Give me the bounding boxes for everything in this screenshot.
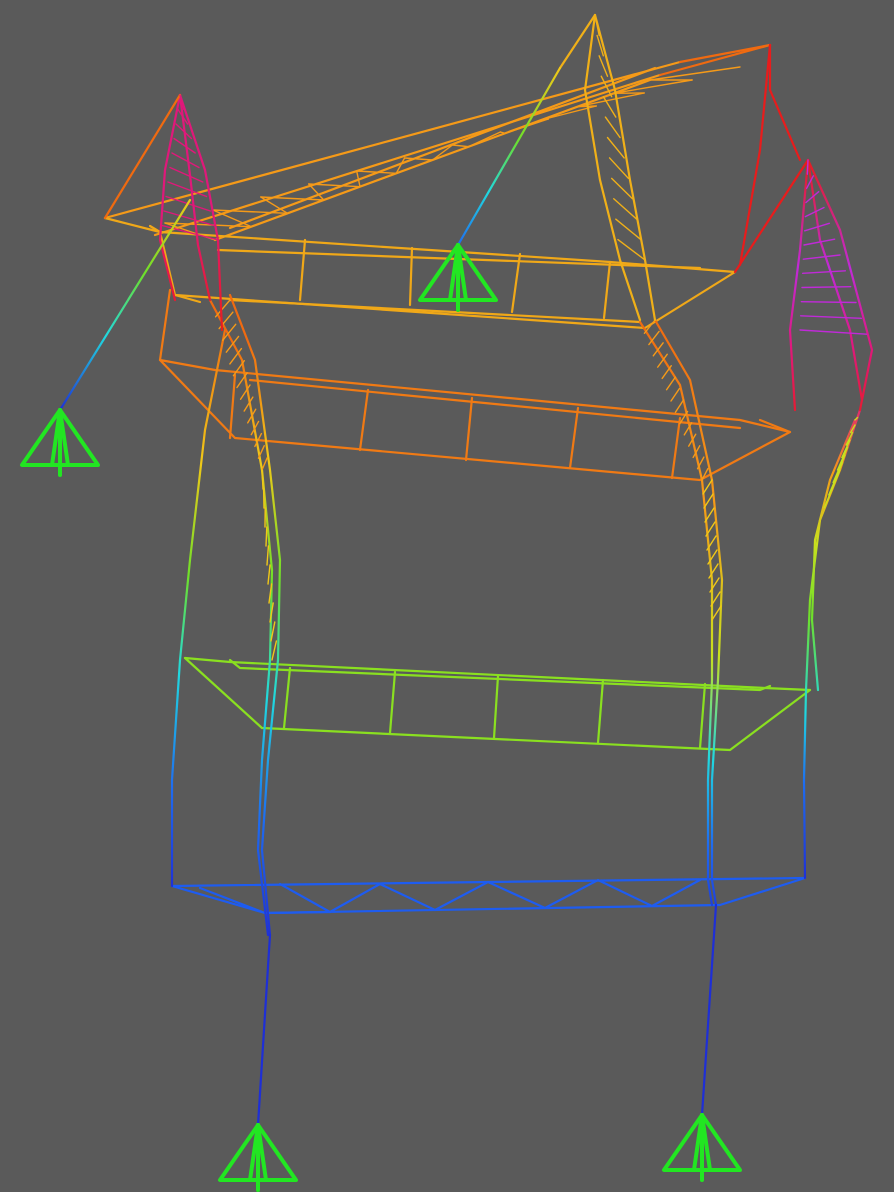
support-left-cantilever-icon[interactable] [20,408,100,477]
middle-floor-frame[interactable] [158,288,792,482]
stay-cables[interactable] [58,66,718,1127]
base-truss[interactable] [170,876,807,915]
right-mast[interactable] [733,43,874,412]
support-bottom-right-icon[interactable] [662,1113,742,1182]
upper-roof-frame[interactable] [103,216,737,330]
support-top-center-icon[interactable] [418,243,498,312]
left-mast[interactable] [103,93,224,332]
column-lacing [214,299,859,661]
support-bottom-left-icon[interactable] [218,1123,298,1192]
columns[interactable] [170,293,862,937]
ridge-truss[interactable] [103,43,772,242]
center-mast[interactable] [558,13,657,322]
lower-floor-frame[interactable] [183,656,812,752]
supports[interactable] [20,243,742,1192]
